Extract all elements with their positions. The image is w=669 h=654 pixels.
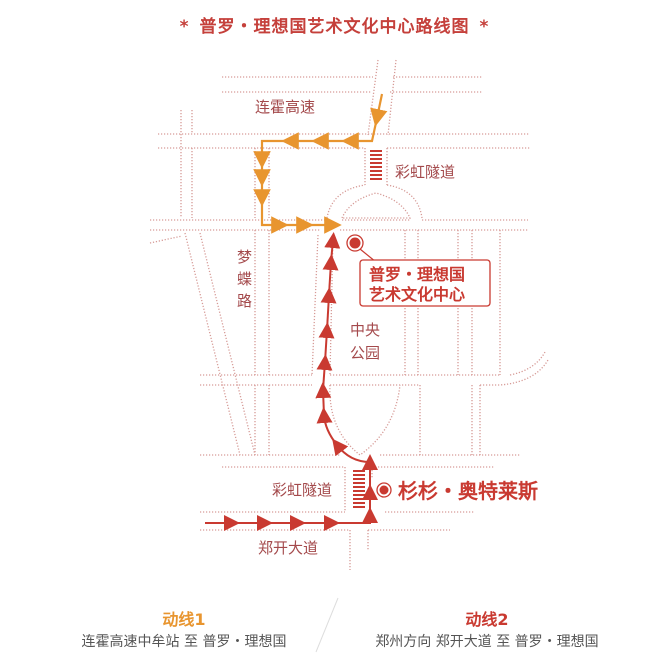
road-network (149, 59, 549, 570)
route-2-path (205, 232, 378, 531)
title-text: 普罗・理想国艺术文化中心路线图 (199, 17, 470, 37)
legend-route-1: 动线1 连霍高速中牟站 至 普罗・理想国 (34, 606, 334, 651)
destination-name-line2: 艺术文化中心 (369, 285, 465, 304)
map-title: * 普罗・理想国艺术文化中心路线图 * (0, 12, 669, 37)
road-label-lianhuo: 连霍高速 (255, 98, 315, 116)
destination-name-line1: 普罗・理想国 (369, 265, 465, 284)
legend-route-2: 动线2 郑州方向 郑开大道 至 普罗・理想国 (337, 606, 637, 651)
road-label-mengdie-2: 蝶 (237, 270, 252, 288)
legend-route-2-desc: 郑州方向 郑开大道 至 普罗・理想国 (375, 634, 599, 650)
park-label-2: 公园 (350, 344, 380, 362)
outlet-label: 杉杉・奥特莱斯 (398, 479, 538, 503)
road-label-mengdie-3: 路 (237, 292, 252, 310)
legend-route-2-label: 动线2 (465, 610, 509, 629)
title-star-right: * (479, 17, 490, 37)
road-label-caihong-south: 彩虹隧道 (272, 481, 332, 499)
tunnel-north-icon (370, 150, 382, 180)
legend-route-1-desc: 连霍高速中牟站 至 普罗・理想国 (81, 634, 287, 650)
tunnel-south-icon (353, 470, 365, 508)
outlet-marker-icon[interactable] (376, 482, 392, 498)
road-label-mengdie-1: 梦 (237, 248, 252, 266)
legend-route-1-label: 动线1 (162, 610, 206, 629)
title-star-left: * (179, 17, 190, 37)
road-label-zhengkai: 郑开大道 (258, 539, 318, 557)
road-label-caihong-north: 彩虹隧道 (395, 163, 455, 181)
destination-label-box (359, 259, 491, 307)
park-label-1: 中央 (350, 321, 380, 339)
destination-marker-icon[interactable] (346, 234, 377, 263)
route-1-path (253, 93, 388, 234)
legend-divider (315, 597, 339, 653)
